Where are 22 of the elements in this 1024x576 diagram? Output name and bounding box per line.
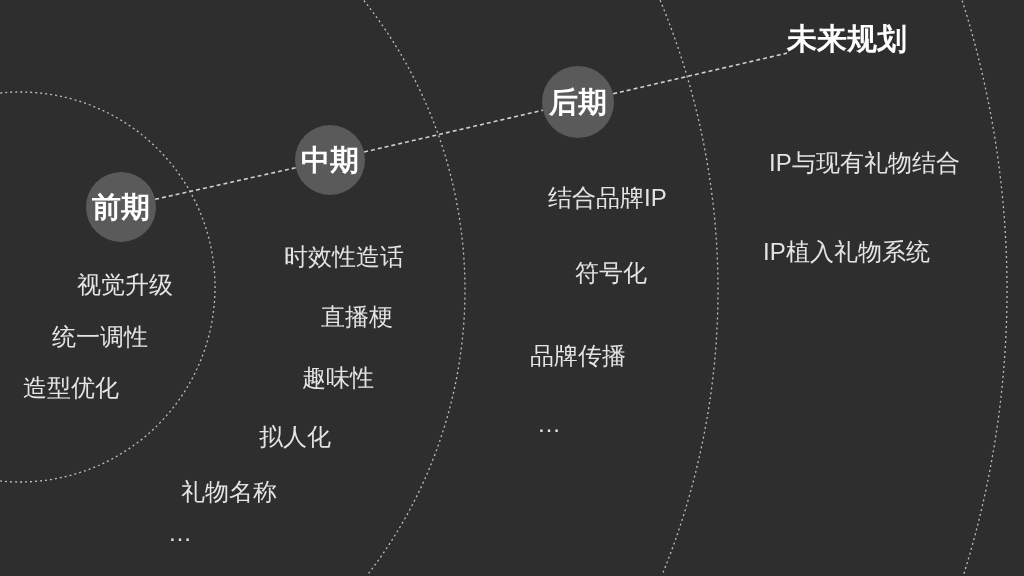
list-item: 礼物名称	[181, 478, 277, 506]
stage-heading: 未来规划	[787, 22, 907, 56]
list-item: IP与现有礼物结合	[769, 149, 960, 177]
list-item: 直播梗	[321, 303, 393, 331]
list-item: 结合品牌IP	[548, 184, 667, 212]
list-item: 统一调性	[52, 323, 148, 351]
list-item: …	[168, 519, 192, 547]
dashed-connector	[363, 109, 544, 153]
list-item: 拟人化	[259, 423, 331, 451]
list-item: 时效性造话	[284, 243, 404, 271]
list-item: 趣味性	[302, 364, 374, 392]
stage-label: 中期	[301, 144, 359, 176]
list-item: 符号化	[575, 259, 647, 287]
dashed-connector	[612, 52, 788, 95]
list-item: 造型优化	[23, 374, 119, 402]
list-item: 品牌传播	[530, 342, 626, 370]
list-item: …	[537, 410, 561, 438]
dashed-connector	[154, 166, 297, 201]
list-item: IP植入礼物系统	[763, 238, 930, 266]
stage-label: 前期	[92, 191, 150, 223]
stage-label: 后期	[549, 86, 607, 118]
list-item: 视觉升级	[77, 271, 173, 299]
